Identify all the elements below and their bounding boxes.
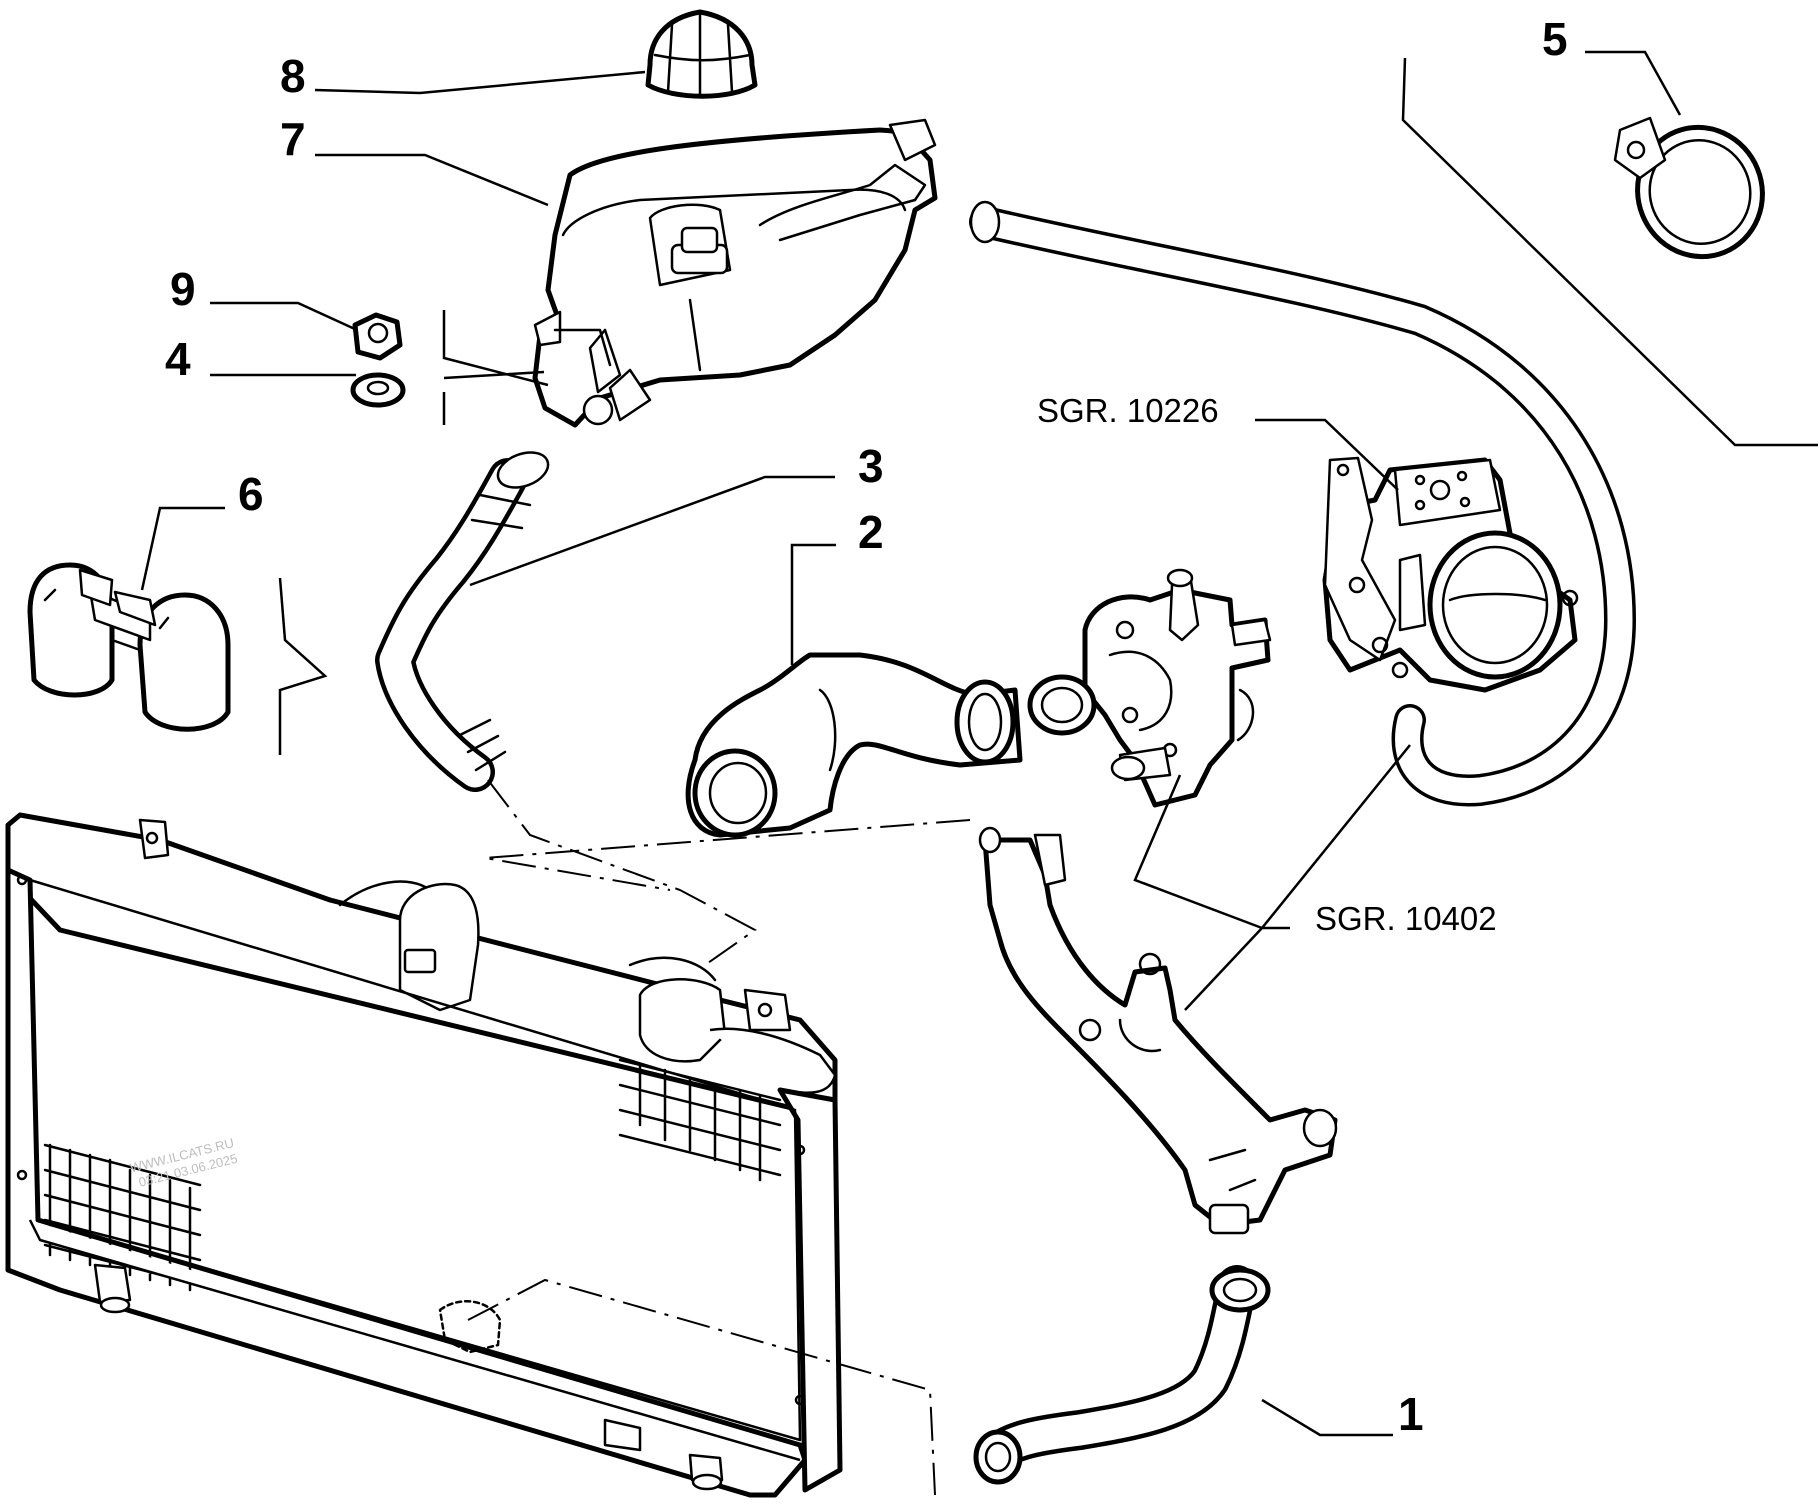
callout-2: 2 [858, 506, 884, 558]
hose-clamp [1613, 116, 1765, 260]
ref-label-sgr-10402: SGR. 10402 [1315, 900, 1497, 937]
thermostat-housing [1027, 568, 1272, 808]
washer [350, 372, 406, 408]
callout-7: 7 [280, 113, 306, 165]
double-hose-clip [27, 562, 231, 732]
hose-1 [973, 1265, 1271, 1485]
nut [352, 312, 403, 361]
radiator [5, 812, 843, 1498]
callout-1: 1 [1398, 1388, 1424, 1440]
long-bypass-hose [969, 200, 1636, 807]
callout-6: 6 [238, 468, 264, 520]
callout-9: 9 [170, 263, 196, 315]
filler-cap [645, 9, 758, 99]
watermark: WWW.ILCATS.RU 03:21 03.06.2025 [128, 1135, 239, 1190]
callout-4: 4 [165, 333, 191, 385]
hose-3 [375, 451, 550, 792]
water-pipe [978, 826, 1338, 1235]
nut-washer-bracket [442, 310, 549, 425]
throttle-body [1322, 456, 1579, 693]
leader-lines [140, 50, 1818, 1437]
assembly-lines [467, 779, 971, 1496]
callout-3: 3 [858, 440, 884, 492]
ref-label-sgr-10226: SGR. 10226 [1037, 392, 1219, 429]
hose-2 [685, 652, 1023, 838]
callout-8: 8 [280, 50, 306, 102]
expansion-tank [532, 118, 938, 428]
callout-5: 5 [1542, 13, 1568, 65]
clip-bracket [278, 577, 328, 755]
